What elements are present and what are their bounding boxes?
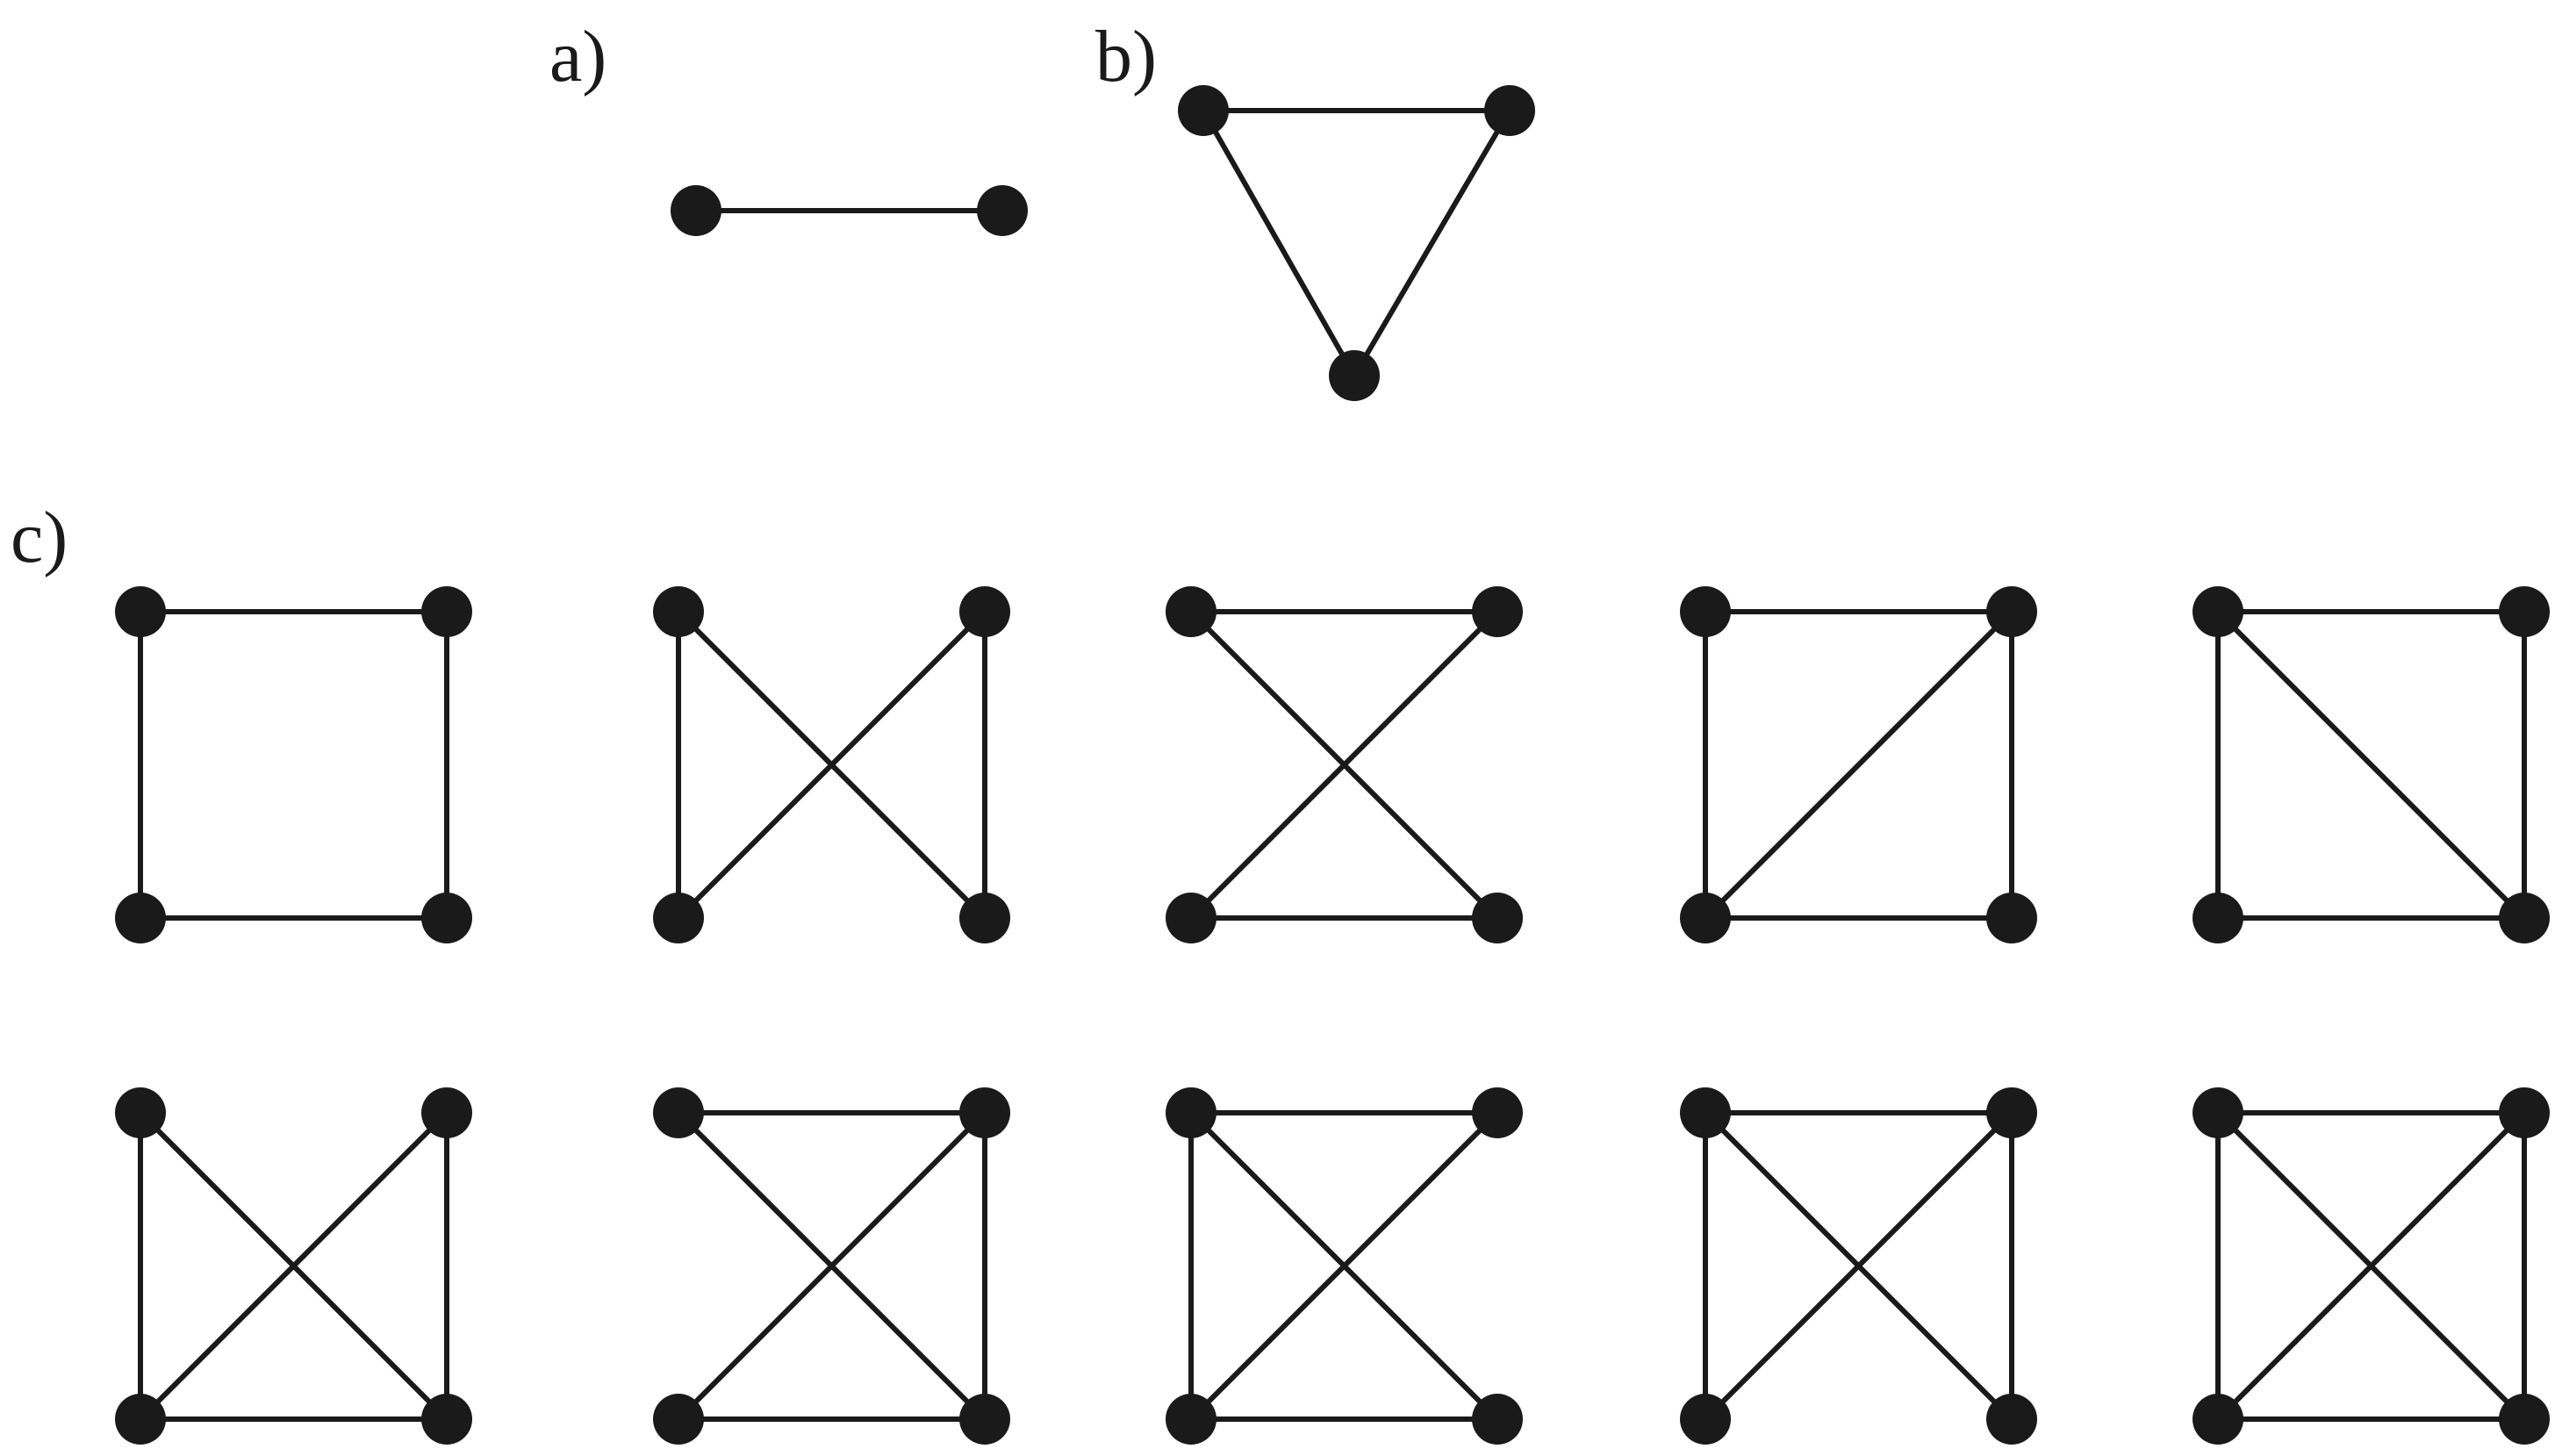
node-BL bbox=[653, 1394, 704, 1445]
node-TL bbox=[115, 1087, 166, 1138]
edge-TR-BL bbox=[676, 1110, 987, 1422]
edge-TR-BL bbox=[1188, 609, 1500, 921]
node-n3 bbox=[1329, 350, 1380, 401]
node-TR bbox=[959, 1087, 1010, 1138]
node-TL bbox=[1166, 586, 1216, 637]
graph-b-1 bbox=[1178, 85, 1535, 401]
edge-TR-BL bbox=[1703, 609, 2014, 921]
node-TL bbox=[2193, 586, 2243, 637]
graph-a-1 bbox=[671, 185, 1028, 236]
edge-n2-n3 bbox=[1352, 108, 1512, 378]
node-TR bbox=[421, 1087, 472, 1138]
graph-c-6 bbox=[115, 1087, 472, 1445]
node-TR bbox=[1472, 586, 1523, 637]
node-TR bbox=[959, 586, 1010, 637]
node-BR bbox=[1472, 1394, 1523, 1445]
node-BL bbox=[1166, 893, 1216, 943]
graph-c-2 bbox=[653, 586, 1010, 943]
graph-c-4 bbox=[1680, 586, 2037, 943]
edge-TR-BL bbox=[676, 609, 987, 921]
node-n1 bbox=[671, 185, 721, 236]
node-TL bbox=[653, 586, 704, 637]
node-n1 bbox=[1178, 85, 1229, 136]
node-BR bbox=[959, 893, 1010, 943]
node-TR bbox=[1986, 1087, 2037, 1138]
graph-c-8 bbox=[1166, 1087, 1523, 1445]
node-BR bbox=[2499, 893, 2550, 943]
node-n2 bbox=[977, 185, 1028, 236]
node-BR bbox=[1472, 893, 1523, 943]
node-TR bbox=[2499, 1087, 2550, 1138]
node-BL bbox=[1680, 1394, 1731, 1445]
graph-c-5 bbox=[2193, 586, 2550, 943]
node-n2 bbox=[1484, 85, 1535, 136]
edge-TR-BL bbox=[1703, 1110, 2014, 1422]
node-BR bbox=[1986, 893, 2037, 943]
graph-c-7 bbox=[653, 1087, 1010, 1445]
graph-c-9 bbox=[1680, 1087, 2037, 1445]
node-TR bbox=[1986, 586, 2037, 637]
graph-c-10 bbox=[2193, 1087, 2550, 1445]
graph-c-3 bbox=[1166, 586, 1523, 943]
panel-label-b: b) bbox=[1095, 16, 1157, 97]
node-TL bbox=[1680, 586, 1731, 637]
panel-label-a: a) bbox=[549, 16, 606, 97]
node-TL bbox=[653, 1087, 704, 1138]
node-TR bbox=[421, 586, 472, 637]
node-BL bbox=[115, 893, 166, 943]
node-BL bbox=[2193, 1394, 2243, 1445]
edge-TR-BL bbox=[138, 1110, 449, 1422]
node-BL bbox=[2193, 893, 2243, 943]
node-BL bbox=[653, 893, 704, 943]
node-TL bbox=[2193, 1087, 2243, 1138]
node-TR bbox=[2499, 586, 2550, 637]
graphs-layer bbox=[115, 85, 2550, 1445]
node-BR bbox=[1986, 1394, 2037, 1445]
node-TR bbox=[1472, 1087, 1523, 1138]
node-BR bbox=[2499, 1394, 2550, 1445]
edge-TR-BL bbox=[2215, 1110, 2527, 1422]
node-TL bbox=[115, 586, 166, 637]
node-BL bbox=[1680, 893, 1731, 943]
edge-TL-BR bbox=[2215, 609, 2527, 921]
node-BR bbox=[421, 1394, 472, 1445]
node-BR bbox=[959, 1394, 1010, 1445]
edge-TR-BL bbox=[1188, 1110, 1500, 1422]
node-BL bbox=[115, 1394, 166, 1445]
node-BR bbox=[421, 893, 472, 943]
panel-label-c: c) bbox=[11, 497, 68, 578]
node-TL bbox=[1166, 1087, 1216, 1138]
node-BL bbox=[1166, 1394, 1216, 1445]
edge-n3-n1 bbox=[1201, 108, 1357, 378]
graph-c-1 bbox=[115, 586, 472, 943]
node-TL bbox=[1680, 1087, 1731, 1138]
